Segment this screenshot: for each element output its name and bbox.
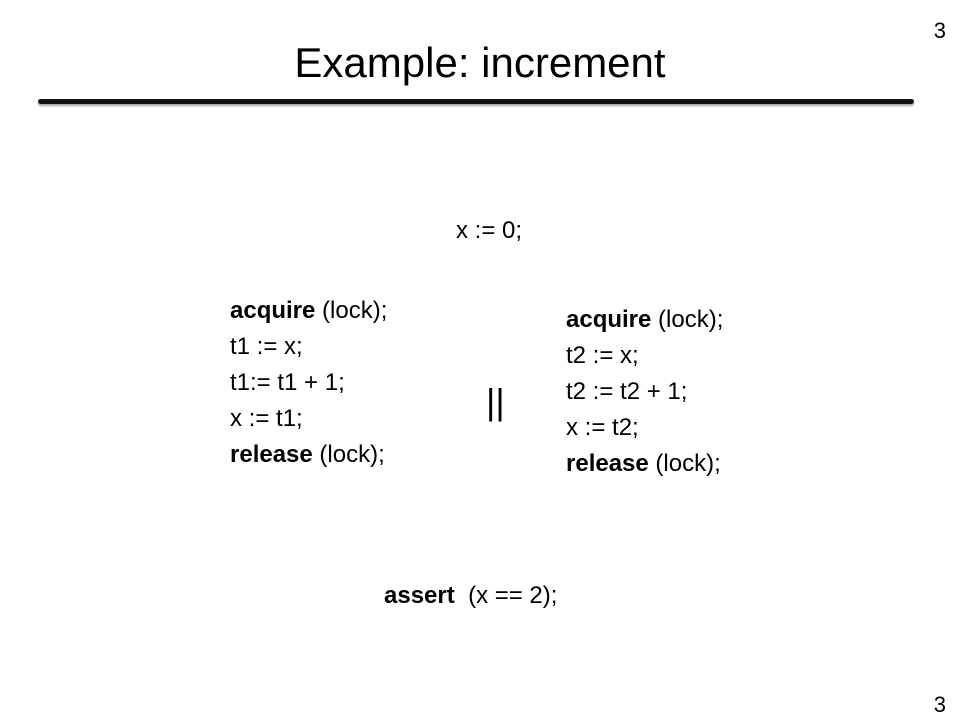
thread-2-code-block: acquire (lock); t2 := x; t2 := t2 + 1; x… bbox=[566, 302, 723, 482]
release-keyword: release bbox=[566, 450, 649, 477]
thread-2-increment-line: t2 := t2 + 1; bbox=[566, 378, 688, 405]
acquire-argument: (lock); bbox=[651, 306, 724, 333]
slide-title: Example: increment bbox=[294, 39, 666, 86]
init-statement: x := 0; bbox=[456, 217, 523, 244]
acquire-keyword: acquire bbox=[230, 297, 316, 324]
thread-1-acquire-line: acquire (lock); bbox=[230, 293, 387, 329]
assert-argument: (x == 2); bbox=[454, 582, 558, 609]
thread-1-release-line: release (lock); bbox=[230, 437, 387, 473]
thread-2-release-line: release (lock); bbox=[566, 446, 723, 482]
release-argument: (lock); bbox=[312, 441, 385, 468]
assert-statement: assert (x == 2); bbox=[384, 578, 557, 614]
thread-2-acquire-line: acquire (lock); bbox=[566, 302, 723, 338]
assert-keyword: assert bbox=[384, 582, 455, 609]
acquire-keyword: acquire bbox=[566, 306, 652, 333]
thread-2-write-line: x := t2; bbox=[566, 414, 639, 441]
thread-1-code-block: acquire (lock); t1 := x; t1:= t1 + 1; x … bbox=[230, 293, 387, 473]
thread-1-read-line: t1 := x; bbox=[230, 333, 303, 360]
page-number-top: 3 bbox=[933, 18, 946, 43]
title-underline-divider bbox=[38, 99, 914, 104]
thread-1-write-line: x := t1; bbox=[230, 405, 303, 432]
release-argument: (lock); bbox=[648, 450, 721, 477]
release-keyword: release bbox=[230, 441, 313, 468]
thread-1-increment-line: t1:= t1 + 1; bbox=[230, 369, 345, 396]
thread-2-read-line: t2 := x; bbox=[566, 342, 639, 369]
page-number-bottom: 3 bbox=[933, 692, 946, 717]
acquire-argument: (lock); bbox=[315, 297, 388, 324]
parallel-operator: || bbox=[486, 381, 505, 422]
